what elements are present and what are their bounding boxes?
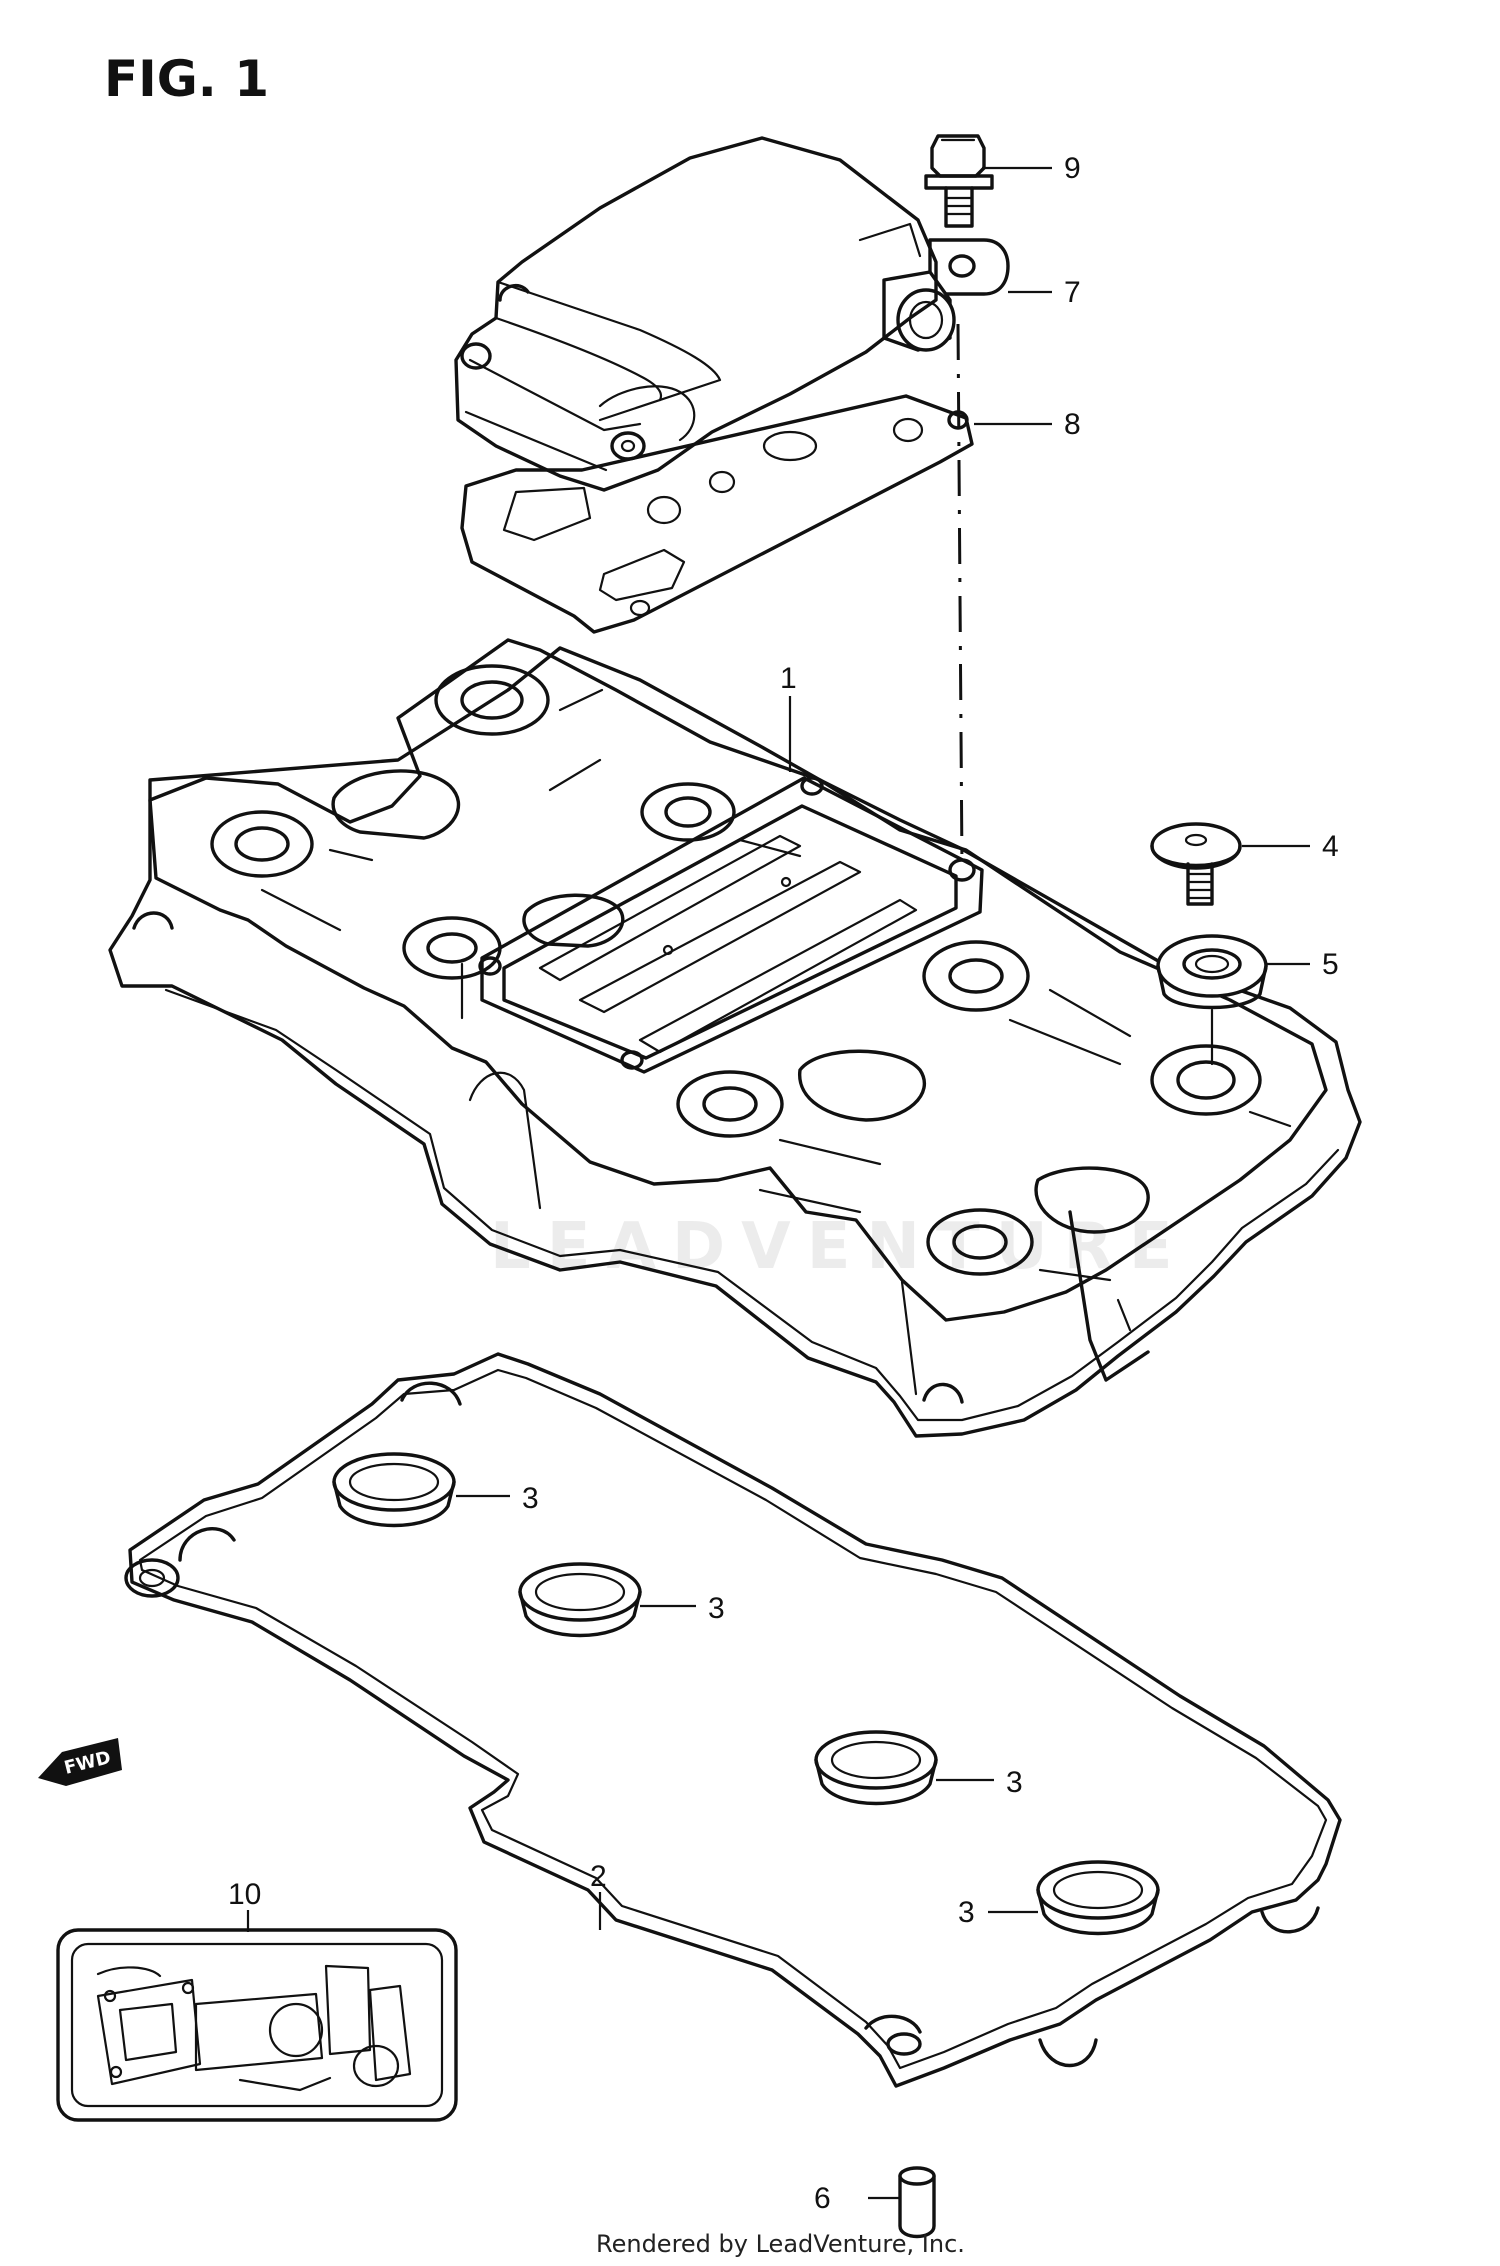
callout-3-d: 3 <box>958 1896 975 1929</box>
callout-5: 5 <box>1322 948 1339 981</box>
alignment-line <box>956 323 964 869</box>
callout-3-a: 3 <box>522 1482 539 1515</box>
callout-4: 4 <box>1322 830 1339 863</box>
part-1-cylinder-head-cover[interactable] <box>108 638 1362 1438</box>
watermark-text: LEADVENTURE <box>490 1210 1189 1284</box>
part-3-seal-b[interactable] <box>518 1562 642 1638</box>
part-6-dowel-pin[interactable] <box>898 2166 936 2239</box>
figure-title: FIG. 1 <box>104 50 269 108</box>
part-3-seal-c[interactable] <box>814 1730 938 1806</box>
callout-1: 1 <box>780 662 797 695</box>
callout-3-b: 3 <box>708 1592 725 1625</box>
leader-lines <box>246 166 1310 2200</box>
part-7-fitting[interactable] <box>882 238 1010 352</box>
fwd-arrow-icon: FWD <box>38 1738 122 1786</box>
callout-6: 6 <box>814 2182 831 2215</box>
callout-8: 8 <box>1064 408 1081 441</box>
part-2-gasket[interactable] <box>124 1352 1342 2088</box>
part-5-grommet[interactable] <box>1156 934 1268 1010</box>
callout-9: 9 <box>1064 152 1081 185</box>
part-8-gasket-plate[interactable] <box>460 394 974 634</box>
callout-3-c: 3 <box>1006 1766 1023 1799</box>
breather-cover[interactable] <box>454 136 938 492</box>
part-4-bolt[interactable] <box>1150 822 1242 906</box>
part-3-seal-d[interactable] <box>1036 1860 1160 1936</box>
callout-10: 10 <box>228 1878 261 1911</box>
part-9-bolt[interactable] <box>924 134 994 228</box>
callout-7: 7 <box>1064 276 1081 309</box>
callout-2: 2 <box>590 1860 607 1893</box>
part-10-gasket-set[interactable] <box>56 1928 458 2122</box>
footer-credit: Rendered by LeadVenture, Inc. <box>596 2230 965 2258</box>
part-3-seal-a[interactable] <box>332 1452 456 1528</box>
